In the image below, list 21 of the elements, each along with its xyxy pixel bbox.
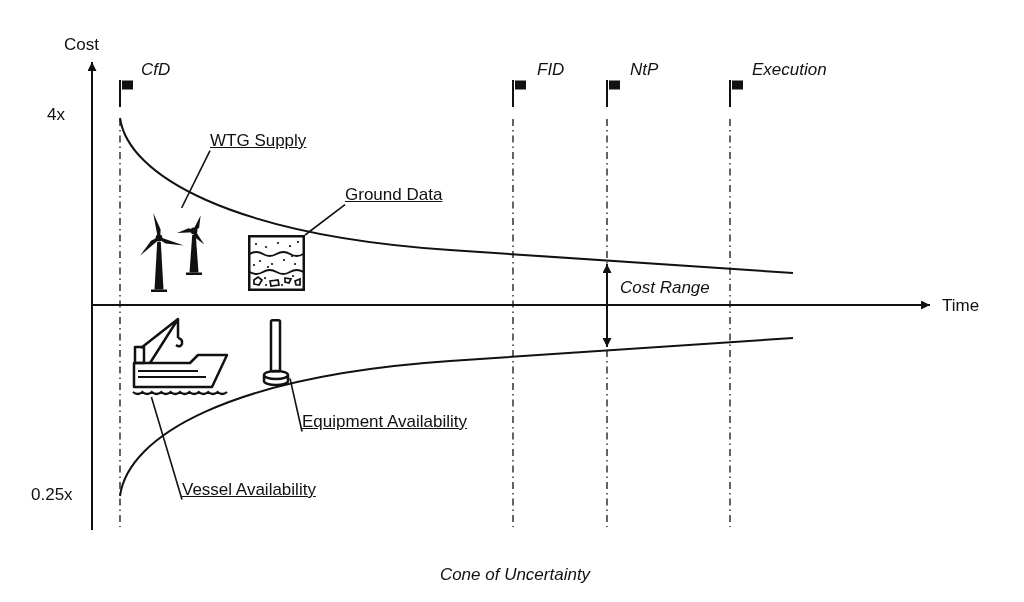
tick-label: 4x (47, 105, 65, 125)
soil-layers-icon (248, 235, 305, 291)
callout-label: Ground Data (345, 185, 443, 205)
crane-vessel-icon (132, 317, 229, 397)
milestone-label: Execution (752, 60, 827, 80)
milestone-label: NtP (630, 60, 659, 80)
dimension-label: Cost Range (620, 278, 710, 298)
leader-line (180, 149, 211, 209)
leader-line (304, 203, 346, 236)
leader-line (289, 377, 303, 433)
axis-label: Time (942, 296, 980, 316)
leader-line (150, 396, 183, 501)
monopile-icon (262, 319, 290, 388)
callout-label: WTG Supply (210, 131, 307, 151)
caption: Cone of Uncertainty (439, 565, 591, 585)
callout-label: Vessel Availability (182, 480, 316, 500)
axis-label: Cost (64, 35, 99, 55)
milestone-label: FID (537, 60, 565, 80)
callout-label: Equipment Availability (302, 412, 468, 432)
tick-label: 0.25x (31, 485, 73, 505)
milestone-label: CfD (141, 60, 171, 80)
